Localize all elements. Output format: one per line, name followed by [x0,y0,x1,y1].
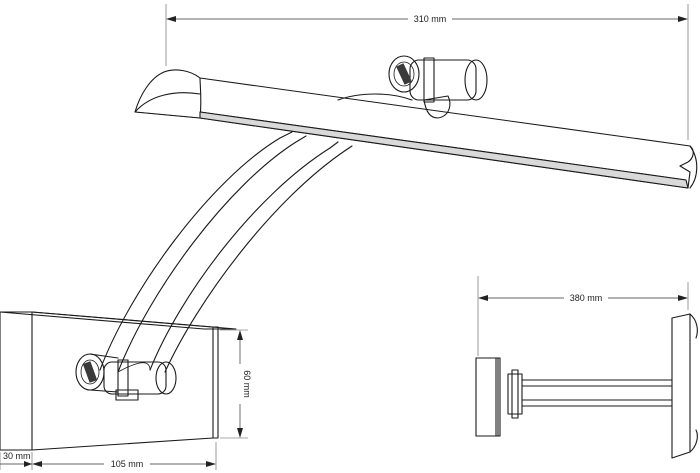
top-hinge [337,55,488,119]
dimension-label-105: 105 mm [111,459,144,469]
bottom-hinge [75,353,177,401]
dimension-plate-height: 60 mm [220,329,252,439]
dimension-label-310: 310 mm [414,14,447,24]
dimension-label-30: 30 mm [3,451,31,461]
dimension-plate-width: 105 mm [32,442,217,471]
wall-plate [0,311,237,451]
dimension-plate-depth: 30 mm [0,451,33,470]
dimension-label-380: 380 mm [570,293,603,303]
lamp-hood [134,69,698,189]
dimension-label-60: 60 mm [242,370,252,398]
side-view [475,313,698,459]
arm-pair [99,131,353,373]
dimension-lamp-width: 310 mm [165,4,689,140]
dimension-total-projection: 380 mm [477,276,689,356]
